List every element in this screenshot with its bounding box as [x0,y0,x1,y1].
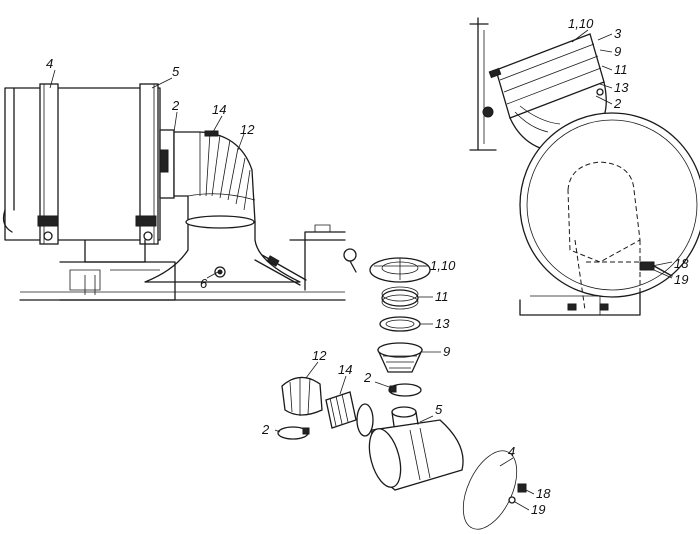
label-14-assembled: 14 [212,102,226,117]
clamp-band-4 [39,83,59,245]
label-19-detail: 19 [674,272,688,287]
label-12-exploded: 12 [312,348,327,363]
label-1-10-exploded: 1,10 [430,258,456,273]
label-18-detail: 18 [674,256,689,271]
label-19-exploded: 19 [531,502,545,517]
bolt-18 [517,483,527,493]
label-2-assembled: 2 [171,98,180,113]
hose-clamp-2-upper [388,383,422,397]
housing-end-view [519,112,700,298]
label-9-exploded: 9 [443,344,450,359]
clamp-band-4 [462,450,518,530]
label-13-exploded: 13 [435,316,450,331]
label-2-exploded-left: 2 [261,422,270,437]
label-3-detail: 3 [614,26,622,41]
label-1-10-detail: 1,10 [568,16,594,31]
detail-view [469,17,700,316]
label-6-assembled: 6 [200,276,208,291]
hose-clamp-2-mid [356,403,374,437]
label-9-detail: 9 [614,44,621,59]
label-5-assembled: 5 [172,64,180,79]
assembled-view [2,83,357,301]
label-5-exploded: 5 [435,402,443,417]
label-4-assembled: 4 [46,56,53,71]
label-12-assembled: 12 [240,122,255,137]
spring-11 [381,289,419,307]
label-2-exploded-upper: 2 [363,370,372,385]
label-4-exploded: 4 [508,444,515,459]
sleeve-14 [325,391,357,429]
label-2-detail: 2 [613,96,622,111]
label-18-exploded: 18 [536,486,551,501]
washer-19 [508,496,516,504]
exploded-view [277,257,527,530]
clamp-band-5 [139,83,159,245]
housing-body [4,87,161,241]
label-11-exploded: 11 [435,289,449,304]
label-14-exploded: 14 [338,362,352,377]
leader-lines [49,29,673,511]
callout-labels: 4 5 2 14 12 6 1,10 3 9 11 13 2 18 19 1,1… [46,16,689,517]
elbow-12 [281,376,323,416]
label-13-detail: 13 [614,80,629,95]
label-11-detail: 11 [614,62,628,77]
